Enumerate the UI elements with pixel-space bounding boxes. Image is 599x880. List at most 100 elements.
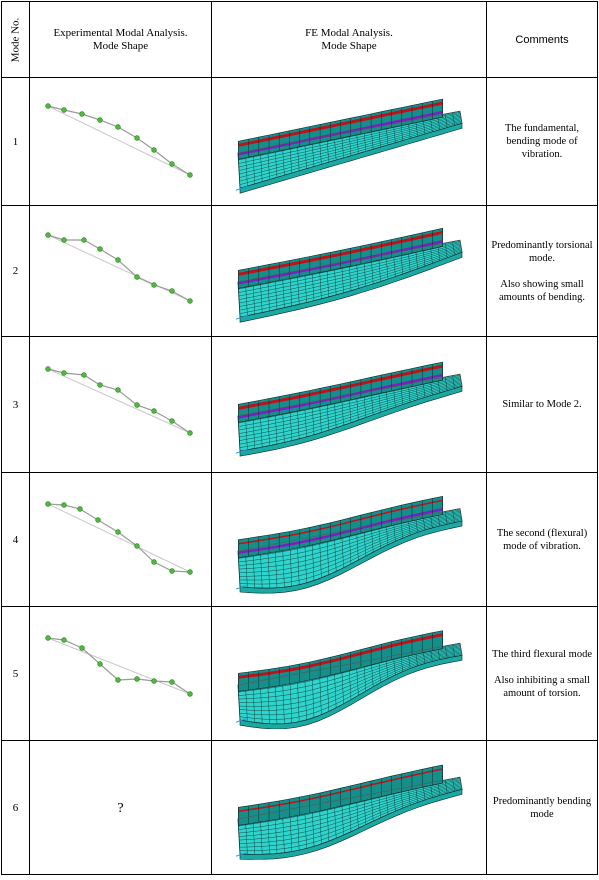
mesh-line bbox=[445, 113, 448, 128]
experimental-cell bbox=[29, 472, 212, 607]
experimental-mode-shape bbox=[44, 500, 193, 575]
fe-cell bbox=[211, 77, 487, 206]
fe-cell bbox=[211, 472, 487, 607]
table-row: 2 Predominantly torsional mode. Also sho… bbox=[1, 205, 598, 337]
axis-triad bbox=[235, 717, 249, 723]
measurement-node bbox=[133, 542, 140, 549]
measurement-node bbox=[150, 146, 157, 153]
measurement-node bbox=[168, 288, 175, 294]
axis-triad bbox=[235, 314, 249, 320]
measurement-node bbox=[186, 429, 193, 436]
measurement-node bbox=[114, 528, 121, 535]
measurement-node bbox=[150, 558, 157, 565]
undeformed-reference-line bbox=[47, 234, 190, 302]
comment-text: The fundamental, bending mode of vibrati… bbox=[504, 123, 580, 160]
undeformed-outline bbox=[237, 776, 463, 819]
measurement-node bbox=[186, 690, 193, 697]
experimental-cell bbox=[29, 606, 212, 741]
axis-triad bbox=[235, 185, 249, 191]
undeformed-outline bbox=[237, 239, 463, 283]
fe-mesh-drawing bbox=[235, 98, 463, 194]
deck-edge bbox=[239, 654, 463, 729]
measurement-node bbox=[150, 282, 157, 288]
table-row: 5 The third flexural mode Also inhibitin… bbox=[1, 606, 598, 741]
measurement-node bbox=[186, 298, 193, 304]
comment-cell: The second (flexural) mode of vibration. bbox=[486, 472, 598, 607]
exp-header-line-1: Experimental Modal Analysis. bbox=[53, 26, 188, 39]
undeformed-reference-line bbox=[47, 637, 190, 694]
measurement-node bbox=[114, 676, 121, 683]
header-experimental: Experimental Modal Analysis. Mode Shape bbox=[29, 1, 212, 78]
experimental-cell: ? bbox=[29, 740, 212, 875]
measurement-node bbox=[80, 371, 87, 378]
undeformed-outline bbox=[237, 110, 463, 153]
measurement-node bbox=[94, 516, 101, 523]
measurement-node bbox=[60, 106, 67, 113]
comment-text: Similar to Mode 2. bbox=[502, 399, 582, 410]
mode-number: 4 bbox=[1, 472, 30, 607]
axis-triad bbox=[235, 584, 249, 590]
measurement-node bbox=[133, 274, 140, 280]
exp-header-line-2: Mode Shape bbox=[92, 39, 149, 52]
mesh-line bbox=[452, 644, 455, 657]
comment-cell: Similar to Mode 2. bbox=[486, 336, 598, 473]
measurement-node bbox=[60, 369, 67, 376]
measurement-node bbox=[168, 160, 175, 167]
fe-cell bbox=[211, 205, 487, 337]
mode-number: 6 bbox=[1, 740, 30, 875]
measurement-node bbox=[114, 123, 121, 130]
deck-edge bbox=[239, 385, 463, 457]
measurement-node bbox=[114, 257, 121, 263]
mode-shape-drawing bbox=[44, 634, 193, 697]
mesh-line bbox=[452, 778, 455, 791]
measurement-node bbox=[186, 568, 193, 575]
comment-text: The second (flexural) mode of vibration. bbox=[496, 527, 588, 552]
measurement-node bbox=[44, 365, 51, 372]
table-row: 3 Similar to Mode 2. bbox=[1, 336, 598, 473]
mesh-line bbox=[445, 779, 448, 793]
undeformed-outline bbox=[237, 642, 463, 685]
mode-no-label: Mode No. bbox=[9, 17, 21, 62]
measurement-node bbox=[168, 567, 175, 574]
measurement-node bbox=[60, 237, 67, 243]
mesh-line bbox=[445, 242, 448, 258]
comment-cell: Predominantly torsional mode. Also showi… bbox=[486, 205, 598, 337]
measurement-node bbox=[133, 675, 140, 682]
deck-edge bbox=[239, 251, 463, 323]
measurement-node bbox=[168, 417, 175, 424]
measurement-node bbox=[96, 381, 103, 388]
experimental-cell bbox=[29, 77, 212, 206]
mode-number: 3 bbox=[1, 336, 30, 473]
undeformed-reference-line bbox=[47, 503, 190, 572]
comment-cell: Predominantly bending mode bbox=[486, 740, 598, 875]
measurement-node bbox=[78, 644, 85, 651]
fe-mesh-drawing bbox=[235, 361, 463, 457]
fe-mode-shape bbox=[235, 227, 463, 323]
mesh-line bbox=[452, 241, 455, 256]
deck-edge bbox=[239, 122, 463, 194]
header-fe: FE Modal Analysis. Mode Shape bbox=[211, 1, 487, 78]
undeformed-outline bbox=[237, 373, 463, 416]
undeformed-reference-line bbox=[47, 368, 190, 433]
mode-number: 2 bbox=[1, 205, 30, 337]
fe-mesh-drawing bbox=[235, 227, 463, 323]
fe-header-line-2: Mode Shape bbox=[321, 39, 377, 52]
deck-edge bbox=[239, 520, 463, 594]
mode-shape-drawing bbox=[44, 102, 193, 178]
measurement-node bbox=[133, 401, 140, 408]
measurement-node bbox=[114, 386, 121, 393]
fe-mesh-drawing bbox=[235, 495, 463, 594]
comment-text: Predominantly torsional mode. bbox=[491, 239, 593, 264]
fe-cell bbox=[211, 336, 487, 473]
mode-number: 1 bbox=[1, 77, 30, 206]
comment-text: The third flexural mode bbox=[491, 648, 592, 660]
fe-mode-shape bbox=[235, 361, 463, 457]
measurement-node bbox=[133, 134, 140, 141]
mode-shape-drawing bbox=[44, 500, 193, 575]
measurement-node bbox=[80, 237, 87, 243]
measurement-node bbox=[96, 246, 103, 252]
fe-mode-shape bbox=[235, 98, 463, 194]
mode-shape-drawing bbox=[44, 365, 193, 436]
mode-number: 5 bbox=[1, 606, 30, 741]
